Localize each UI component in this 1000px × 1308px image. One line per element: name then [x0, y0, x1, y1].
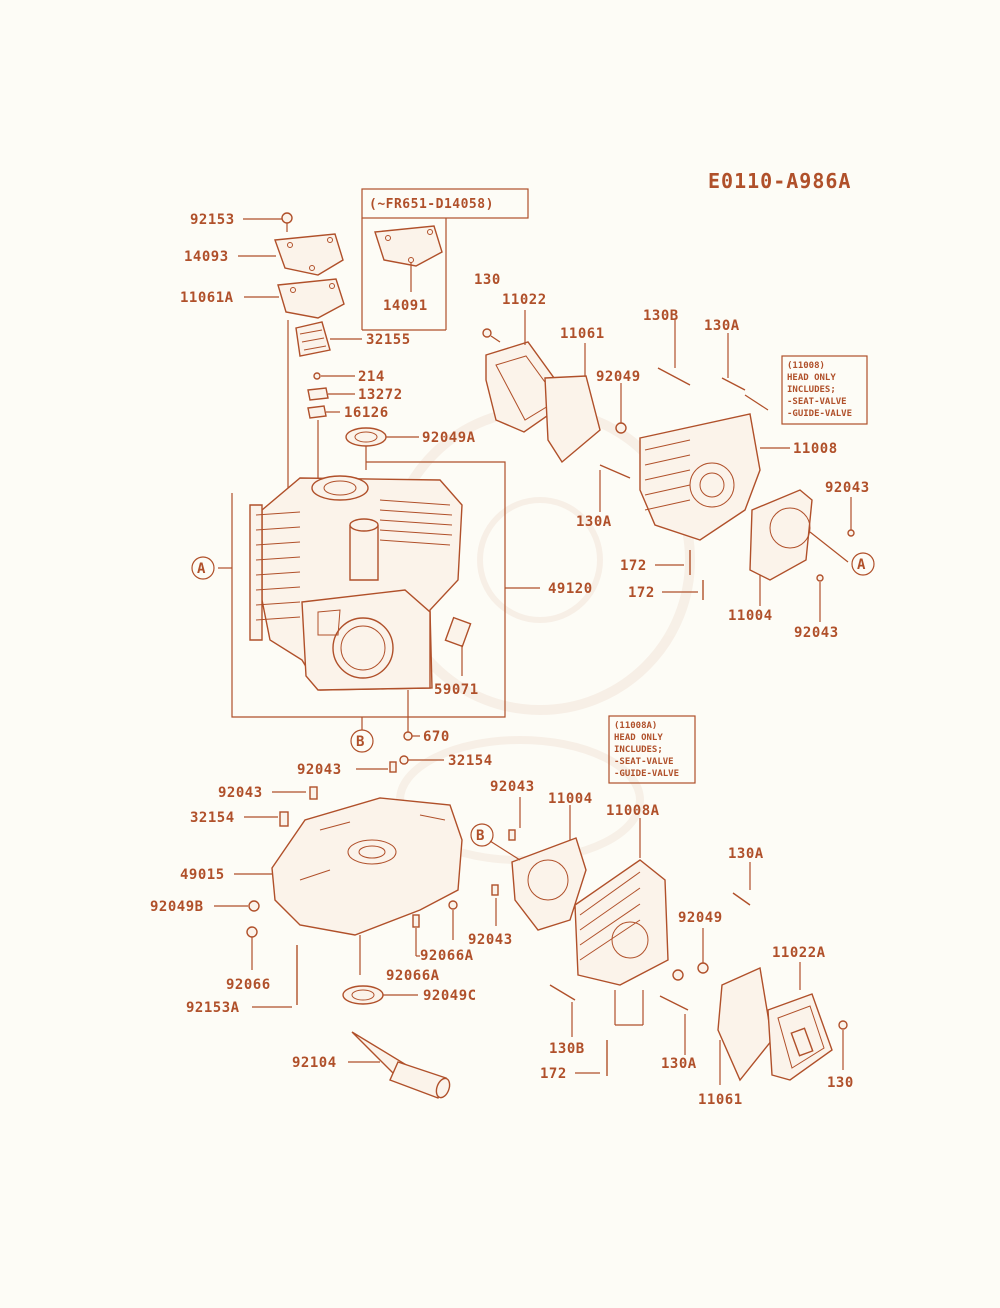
part-label-92104: 92104	[292, 1055, 337, 1071]
part-label-16126: 16126	[344, 405, 389, 421]
callout-b-label: B	[356, 734, 365, 750]
part-label-92153: 92153	[190, 212, 235, 228]
callout-A-right: A	[851, 552, 875, 576]
callout-A-left: A	[191, 556, 215, 580]
part-label-11004-top: 11004	[728, 608, 773, 624]
part-label-92066: 92066	[226, 977, 271, 993]
crankcase-cover-49015	[214, 755, 463, 1008]
part-label-214: 214	[358, 369, 385, 385]
part-label-11008: 11008	[793, 441, 838, 457]
part-label-172-b: 172	[628, 585, 655, 601]
crankcase-49120	[218, 446, 540, 741]
note-box-11008A: (11008A) HEAD ONLY INCLUDES; -SEAT-VALVE…	[608, 715, 696, 784]
part-label-130B-bot: 130B	[549, 1041, 585, 1057]
part-label-92153A: 92153A	[186, 1000, 240, 1016]
note-11008-line-5: -GUIDE-VALVE	[787, 409, 852, 419]
callout-a-right-label: A	[857, 557, 866, 573]
head-cover-11022	[482, 310, 601, 464]
part-label-172-a: 172	[620, 558, 647, 574]
part-label-130B-top: 130B	[643, 308, 679, 324]
part-label-11022: 11022	[502, 292, 547, 308]
callout-B-top: B	[350, 729, 374, 753]
gasket-11061	[544, 375, 601, 464]
note-11008A-line-1: (11008A)	[614, 721, 657, 731]
part-label-11022A: 11022A	[772, 945, 826, 961]
note-11008-line-2: HEAD ONLY	[787, 373, 836, 383]
note-11008A-line-2: HEAD ONLY	[614, 733, 663, 743]
note-11008A-line-4: -SEAT-VALVE	[614, 757, 674, 767]
version-note: (~FR651-D14058)	[369, 197, 494, 212]
part-label-92049B: 92049B	[150, 899, 204, 915]
part-label-130A-b1: 130A	[728, 846, 764, 862]
part-label-92043-b1: 92043	[490, 779, 535, 795]
part-label-11061-bot: 11061	[698, 1092, 743, 1108]
version-box: (~FR651-D14058)	[361, 188, 529, 331]
part-label-14093: 14093	[184, 249, 229, 265]
diagram-code: E0110-A986A	[708, 169, 851, 193]
callout-b-bottom-label: B	[476, 828, 485, 844]
note-11008A-line-3: INCLUDES;	[614, 745, 663, 755]
part-label-11061A: 11061A	[180, 290, 234, 306]
part-label-92043-r2: 92043	[794, 625, 839, 641]
cover-14091	[374, 225, 443, 267]
part-label-130A-b2: 130A	[661, 1056, 697, 1072]
part-label-130A-mid: 130A	[576, 514, 612, 530]
part-label-92043-r1: 92043	[825, 480, 870, 496]
part-label-92043-l: 92043	[218, 785, 263, 801]
part-label-32154-b: 32154	[190, 810, 235, 826]
part-label-11004-bot: 11004	[548, 791, 593, 807]
cylinder-head-11008A	[489, 797, 751, 1076]
note-11008-line-4: -SEAT-VALVE	[787, 397, 847, 407]
note-11008-line-3: INCLUDES;	[787, 385, 836, 395]
plate-32155	[295, 321, 331, 357]
part-label-92049-bot: 92049	[678, 910, 723, 926]
part-label-49015: 49015	[180, 867, 225, 883]
part-label-49120: 49120	[548, 581, 593, 597]
part-label-92043-c: 92043	[297, 762, 342, 778]
part-label-130A-top: 130A	[704, 318, 740, 334]
part-label-92049C: 92049C	[423, 988, 477, 1004]
part-labels: 92153 14093 11061A 32155 214 13272 16126…	[150, 212, 870, 1108]
part-label-11008A: 11008A	[606, 803, 660, 819]
callout-a-label: A	[197, 561, 206, 577]
part-label-172-c: 172	[540, 1066, 567, 1082]
part-label-14091: 14091	[383, 298, 428, 314]
callout-B-bottom: B	[470, 823, 494, 847]
part-label-92043-b2: 92043	[468, 932, 513, 948]
sealant-92104	[348, 1031, 451, 1099]
gasket-11061A	[277, 278, 345, 319]
gasket-11004	[749, 489, 813, 581]
part-label-670: 670	[423, 729, 450, 745]
part-label-92049-top: 92049	[596, 369, 641, 385]
part-label-130-top: 130	[474, 272, 501, 288]
part-label-32155: 32155	[366, 332, 411, 348]
part-label-13272: 13272	[358, 387, 403, 403]
note-11008-line-1: (11008)	[787, 361, 825, 371]
note-box-11008: (11008) HEAD ONLY INCLUDES; -SEAT-VALVE …	[781, 355, 868, 425]
cylinder-head-11008	[599, 320, 855, 622]
breather-assembly	[238, 212, 419, 520]
part-label-92066A-a: 92066A	[420, 948, 474, 964]
part-label-92049A: 92049A	[422, 430, 476, 446]
part-label-59071: 59071	[434, 682, 479, 698]
part-label-11061-top: 11061	[560, 326, 605, 342]
head-cover-11022A	[717, 962, 848, 1085]
note-11008A-line-5: -GUIDE-VALVE	[614, 769, 679, 779]
part-label-92066A-b: 92066A	[386, 968, 440, 984]
part-label-32154-a: 32154	[448, 753, 493, 769]
gasket-11061-b	[717, 966, 773, 1082]
part-label-130-bot: 130	[827, 1075, 854, 1091]
gasket-11004-b	[511, 837, 587, 931]
